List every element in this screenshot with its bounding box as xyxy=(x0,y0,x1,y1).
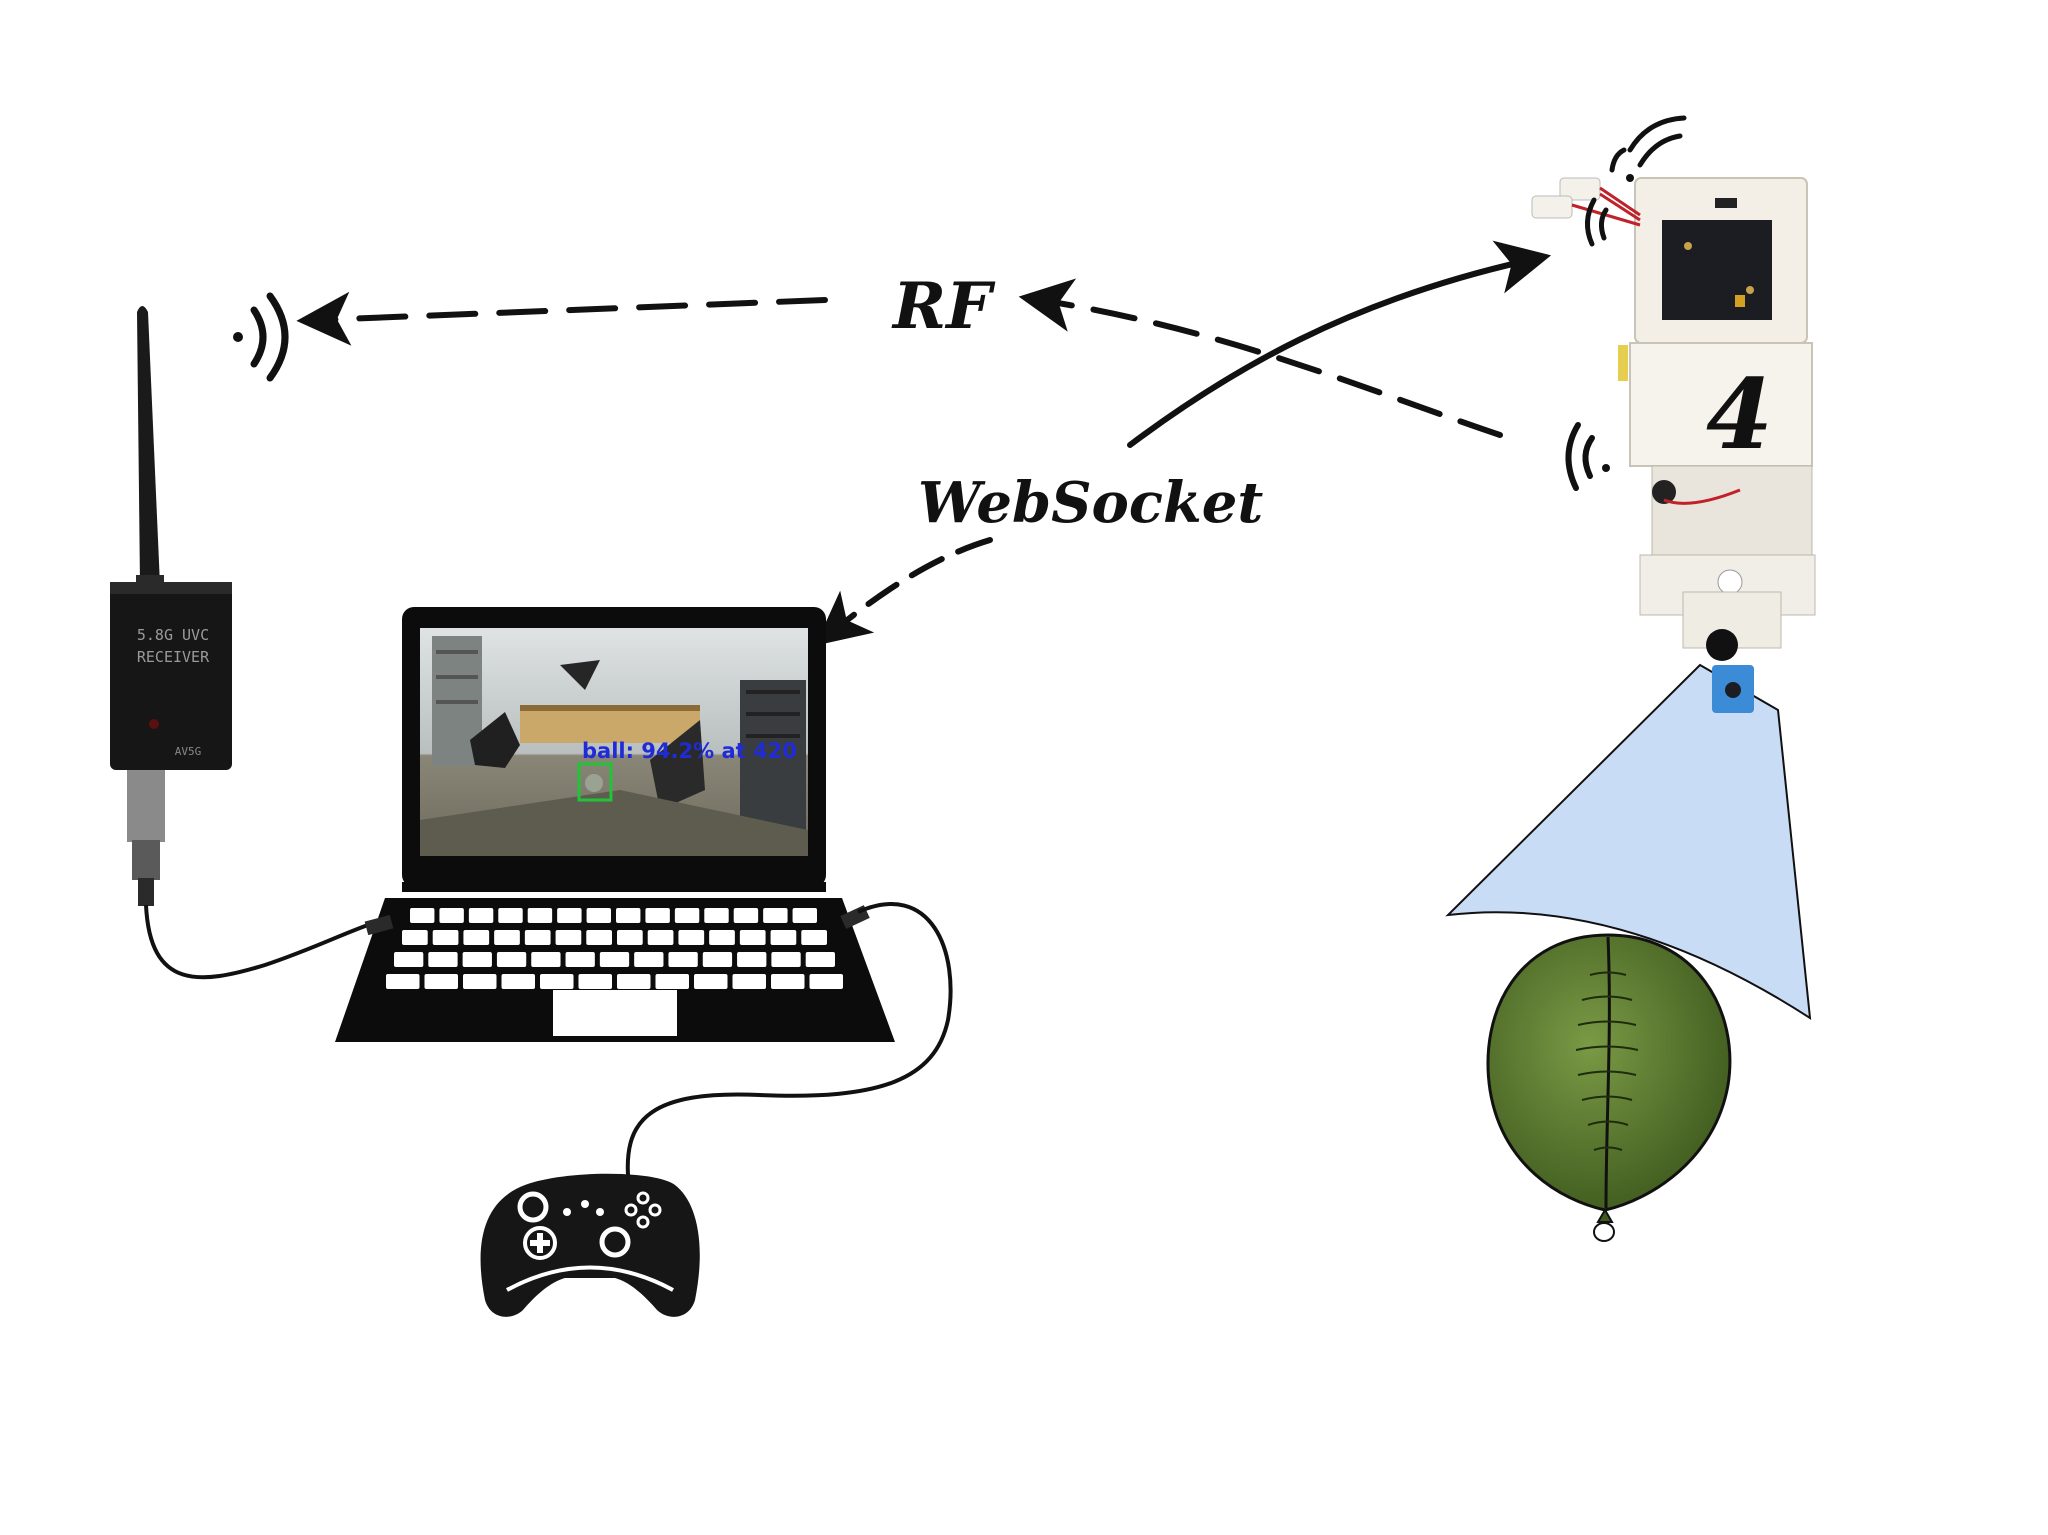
keyboard-key xyxy=(498,908,523,923)
keyboard-key xyxy=(770,930,797,945)
robot: 4 xyxy=(1445,177,1816,1020)
antenna xyxy=(137,306,160,585)
keyboard-key xyxy=(496,952,527,967)
detection-box xyxy=(577,762,613,802)
gamepad-cable xyxy=(625,902,953,1176)
keyboard-key xyxy=(463,930,490,945)
keyboard-key xyxy=(617,930,643,945)
keyboard-key xyxy=(424,974,458,989)
keyboard-key xyxy=(645,908,670,923)
gamepad-left-stick xyxy=(517,1191,549,1223)
keyboard-key xyxy=(647,930,674,945)
keyboard-key xyxy=(694,974,728,989)
keyboard-key xyxy=(771,974,805,989)
keyboard-key xyxy=(617,974,651,989)
laptop-touchpad xyxy=(553,990,677,1036)
websocket-link-arrow xyxy=(815,240,1552,646)
keyboard-key xyxy=(702,952,733,967)
keyboard-key xyxy=(555,930,582,945)
keyboard-key xyxy=(771,952,801,967)
keyboard-key xyxy=(674,908,700,923)
gamepad-right-stick xyxy=(599,1226,631,1258)
keyboard-key xyxy=(386,974,420,989)
robot-wireless-icon-top xyxy=(1585,115,1687,247)
laptop-keyboard xyxy=(386,908,843,989)
keyboard-key xyxy=(432,930,459,945)
keyboard-key xyxy=(616,908,641,923)
receiver-led xyxy=(149,719,159,729)
rf-label: RF xyxy=(891,269,996,344)
detection-label: ball: 94.2% at 420 xyxy=(582,739,797,763)
keyboard-key xyxy=(655,974,689,989)
keyboard-key xyxy=(634,952,664,967)
websocket-label: WebSocket xyxy=(918,470,1263,536)
uvc-receiver: 5.8G UVC RECEIVER AV5G xyxy=(110,306,232,906)
balloon-target xyxy=(1486,933,1732,1242)
keyboard-key xyxy=(439,908,464,923)
keyboard-key xyxy=(565,952,595,967)
keyboard-key xyxy=(557,908,582,923)
keyboard-key xyxy=(531,952,561,967)
receiver-body xyxy=(110,582,232,770)
keyboard-key xyxy=(501,974,535,989)
keyboard-key xyxy=(678,930,705,945)
keyboard-key xyxy=(428,952,458,967)
keyboard-key xyxy=(462,952,492,967)
dpad-icon xyxy=(523,1226,557,1260)
robot-number: 4 xyxy=(1706,358,1773,471)
keyboard-key xyxy=(527,908,553,923)
camera-view-cone xyxy=(1445,663,1812,1020)
camera-lens xyxy=(1706,629,1738,661)
keyboard-key xyxy=(402,930,428,945)
keyboard-key xyxy=(586,930,612,945)
keyboard-key xyxy=(704,908,729,923)
keyboard-key xyxy=(578,974,612,989)
rf-link-arrow xyxy=(296,278,1503,438)
receiver-wireless-icon xyxy=(233,292,289,382)
keyboard-key xyxy=(468,908,494,923)
keyboard-key xyxy=(763,908,788,923)
keyboard-key xyxy=(524,930,551,945)
keyboard-key xyxy=(540,974,574,989)
keyboard-key xyxy=(732,974,766,989)
keyboard-key xyxy=(394,952,424,967)
keyboard-key xyxy=(410,908,435,923)
keyboard-key xyxy=(733,908,759,923)
receiver-label-line2: RECEIVER xyxy=(137,648,210,666)
receiver-label-line1: 5.8G UVC xyxy=(137,626,209,644)
keyboard-key xyxy=(463,974,497,989)
receiver-badge: AV5G xyxy=(175,745,202,758)
keyboard-key xyxy=(739,930,766,945)
keyboard-key xyxy=(668,952,698,967)
keyboard-key xyxy=(792,908,817,923)
receiver-cable xyxy=(144,904,369,980)
robot-wireless-icon-bottom xyxy=(1565,422,1610,491)
robot-middle-module xyxy=(1629,342,1813,467)
gamepad xyxy=(480,1173,700,1317)
keyboard-key xyxy=(494,930,520,945)
keyboard-key xyxy=(801,930,827,945)
keyboard-key xyxy=(586,908,611,923)
laptop-screen: ball: 94.2% at 420 xyxy=(420,628,808,856)
keyboard-key xyxy=(737,952,767,967)
keyboard-key xyxy=(599,952,630,967)
keyboard-key xyxy=(709,930,735,945)
keyboard-key xyxy=(805,952,835,967)
keyboard-key xyxy=(809,974,843,989)
laptop: ball: 94.2% at 420 xyxy=(335,607,895,1042)
